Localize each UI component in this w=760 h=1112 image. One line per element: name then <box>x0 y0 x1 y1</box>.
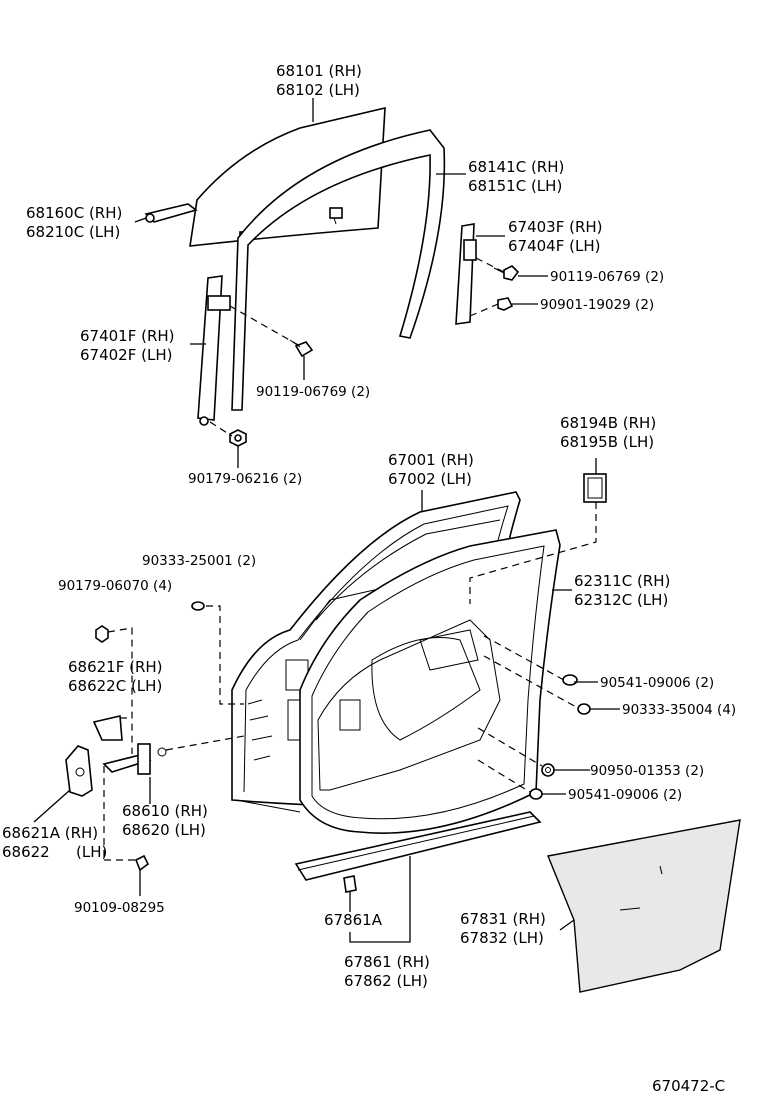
label-hinge-lower-rh: 68621A (RH) <box>2 824 98 842</box>
label-regulator-slide-rh: 68160C (RH) <box>26 204 122 222</box>
assembly-lines <box>103 257 597 861</box>
label-hinge-lower-lh: (LH) <box>76 843 107 861</box>
label-rear-channel-lh: 67404F (LH) <box>508 237 600 255</box>
label-bolt-rear-a: 90119-06769 (2) <box>550 269 664 285</box>
hinge-lower[interactable] <box>65 745 93 797</box>
clip-a[interactable] <box>562 674 578 686</box>
label-plug-b: 90333-35004 (4) <box>622 702 736 718</box>
label-bolt-front: 90119-06769 (2) <box>256 384 370 400</box>
diagram-id: 670472-C <box>652 1077 725 1095</box>
label-cushion-lh: 68195B (LH) <box>560 433 654 451</box>
label-front-channel-lh: 67402F (LH) <box>80 346 172 364</box>
label-service-cover-lh: 67832 (LH) <box>460 929 544 947</box>
label-nut-front: 90179-06216 (2) <box>188 471 302 487</box>
bolt-rear-a[interactable] <box>493 265 520 281</box>
label-sill-strip-rh: 67861 (RH) <box>344 953 430 971</box>
plug-a[interactable] <box>191 601 205 611</box>
label-run-channel-rh: 68141C (RH) <box>468 158 564 176</box>
bolt-rear-b[interactable] <box>497 297 514 311</box>
label-hinge-lower-num: 68622 <box>2 843 50 861</box>
front-lower-channel[interactable] <box>197 275 231 426</box>
part-labels: 68101 (RH) 68102 (LH) 68141C (RH) 68151C… <box>2 62 736 1095</box>
label-hinge-upper-rh: 68621F (RH) <box>68 658 163 676</box>
label-grommet: 90950-01353 (2) <box>590 763 704 779</box>
cushion[interactable] <box>583 473 607 503</box>
label-check-lh: 68620 (LH) <box>122 821 206 839</box>
glass-run-channel[interactable] <box>231 129 446 411</box>
grommet[interactable] <box>541 763 555 777</box>
label-glass-rh: 68101 (RH) <box>276 62 362 80</box>
label-rear-channel-rh: 67403F (RH) <box>508 218 603 236</box>
label-weatherstrip-rh: 62311C (RH) <box>574 572 670 590</box>
label-sill-strip-lh: 67862 (LH) <box>344 972 428 990</box>
label-nut-hinge: 90179-06070 (4) <box>58 578 172 594</box>
label-bolt-rear-b: 90901-19029 (2) <box>540 297 654 313</box>
label-door-panel-rh: 67001 (RH) <box>388 451 474 469</box>
label-cushion-rh: 68194B (RH) <box>560 414 656 432</box>
door-weatherstrip[interactable] <box>299 529 561 834</box>
label-clip-a: 90541-09006 (2) <box>600 675 714 691</box>
service-cover[interactable] <box>547 819 741 993</box>
label-hinge-upper-lh: 68622C (LH) <box>68 677 162 695</box>
label-plug-a: 90333-25001 (2) <box>142 553 256 569</box>
leader-lines <box>33 98 620 943</box>
label-glass-lh: 68102 (LH) <box>276 81 360 99</box>
label-weatherstrip-lh: 62312C (LH) <box>574 591 668 609</box>
door-check[interactable] <box>102 743 167 775</box>
label-bolt-hinge: 90109-08295 <box>74 900 165 916</box>
label-door-panel-lh: 67002 (LH) <box>388 470 472 488</box>
plug-b[interactable] <box>577 703 591 715</box>
label-front-channel-rh: 67401F (RH) <box>80 327 175 345</box>
label-clip-sill: 67861A <box>324 911 383 929</box>
nut-hinge[interactable] <box>95 625 109 643</box>
bolt-hinge[interactable] <box>134 854 150 872</box>
sill-strip[interactable] <box>294 811 542 881</box>
regulator-slide[interactable] <box>144 203 198 223</box>
label-run-channel-lh: 68151C (LH) <box>468 177 562 195</box>
nut-front-channel[interactable] <box>229 429 247 447</box>
label-check-rh: 68610 (RH) <box>122 802 208 820</box>
clip-b[interactable] <box>529 788 543 800</box>
rear-lower-channel[interactable] <box>455 223 477 325</box>
label-clip-b: 90541-09006 (2) <box>568 787 682 803</box>
label-regulator-slide-lh: 68210C (LH) <box>26 223 120 241</box>
label-service-cover-rh: 67831 (RH) <box>460 910 546 928</box>
hinge-upper[interactable] <box>92 715 123 741</box>
clip-sill[interactable] <box>343 875 357 893</box>
